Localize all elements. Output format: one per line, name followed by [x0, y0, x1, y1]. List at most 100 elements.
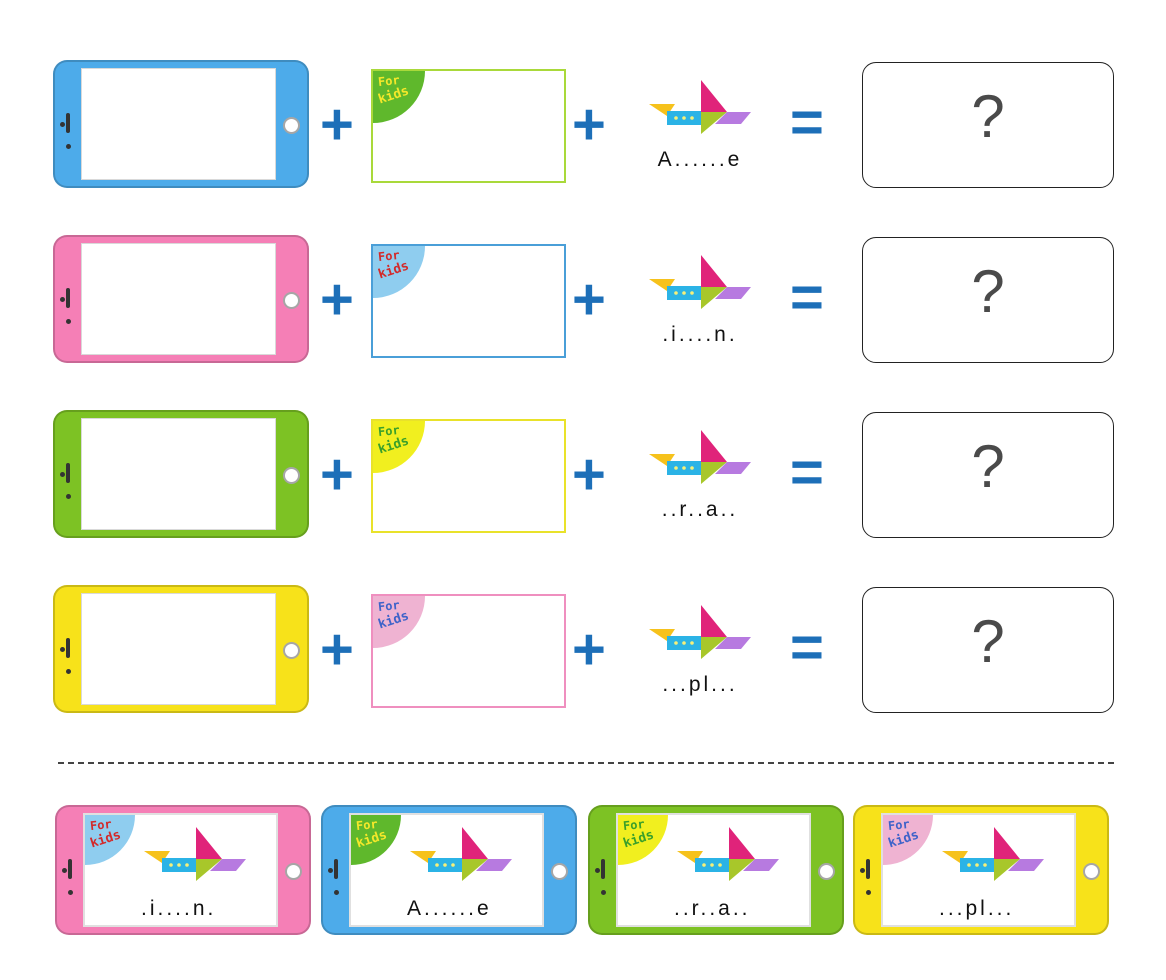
tangram-airplane-icon — [410, 827, 512, 881]
camera-dot-icon — [62, 868, 67, 873]
home-button-icon — [283, 642, 300, 659]
equals-sign: = — [790, 90, 824, 155]
option-word-hint: ...pl... — [939, 897, 1015, 920]
sensor-dot-icon — [66, 319, 71, 324]
tangram-airplane-icon — [942, 827, 1044, 881]
camera-dot-icon — [328, 868, 333, 873]
tangram-airplane-icon — [649, 255, 751, 309]
speaker-icon — [66, 463, 70, 483]
plus-sign: + — [572, 617, 606, 682]
answer-box[interactable]: ? — [862, 587, 1114, 713]
tangram-airplane-icon — [649, 605, 751, 659]
word-hint: .i....n. — [662, 323, 738, 346]
smartphone-frame — [53, 410, 309, 538]
window-dot — [682, 466, 686, 470]
sensor-dot-icon — [66, 494, 71, 499]
home-button-icon — [285, 863, 302, 880]
speaker-icon — [66, 113, 70, 133]
window-dot — [185, 863, 189, 867]
window-dot — [967, 863, 971, 867]
tangram-airplane-icon — [649, 430, 751, 484]
question-mark: ? — [971, 258, 1005, 325]
question-mark: ? — [971, 608, 1005, 675]
phone-screen — [81, 243, 276, 355]
sensor-dot-icon — [66, 669, 71, 674]
window-dot — [674, 291, 678, 295]
camera-dot-icon — [860, 868, 865, 873]
home-button-icon — [551, 863, 568, 880]
phone-screen — [81, 68, 276, 180]
window-dot — [177, 863, 181, 867]
camera-dot-icon — [60, 472, 65, 477]
sensor-dot-icon — [68, 890, 73, 895]
window-dot — [690, 466, 694, 470]
plus-sign: + — [320, 442, 354, 507]
home-button-icon — [283, 467, 300, 484]
answer-box[interactable]: ? — [862, 412, 1114, 538]
home-button-icon — [1083, 863, 1100, 880]
camera-dot-icon — [60, 647, 65, 652]
window-dot — [674, 641, 678, 645]
plus-sign: + — [320, 267, 354, 332]
speaker-icon — [68, 859, 72, 879]
smartphone-frame — [53, 235, 309, 363]
home-button-icon — [283, 292, 300, 309]
smartphone-frame — [53, 60, 309, 188]
equals-sign: = — [790, 440, 824, 505]
equals-sign: = — [790, 265, 824, 330]
answer-box[interactable]: ? — [862, 62, 1114, 188]
window-dot — [169, 863, 173, 867]
window-dot — [682, 641, 686, 645]
window-dot — [718, 863, 722, 867]
window-dot — [674, 466, 678, 470]
smartphone-frame — [53, 585, 309, 713]
window-dot — [674, 116, 678, 120]
plus-sign: + — [572, 267, 606, 332]
speaker-icon — [66, 638, 70, 658]
home-button-icon — [818, 863, 835, 880]
word-hint: ...pl... — [662, 673, 738, 696]
speaker-icon — [334, 859, 338, 879]
plus-sign: + — [572, 442, 606, 507]
window-dot — [975, 863, 979, 867]
word-hint: A......e — [657, 148, 743, 171]
speaker-icon — [866, 859, 870, 879]
window-dot — [682, 291, 686, 295]
tangram-airplane-icon — [677, 827, 779, 881]
plus-sign: + — [572, 92, 606, 157]
option-word-hint: ..r..a.. — [674, 897, 751, 920]
sensor-dot-icon — [334, 890, 339, 895]
plus-sign: + — [320, 617, 354, 682]
phone-screen — [81, 418, 276, 530]
option-word-hint: .i....n. — [141, 897, 217, 920]
window-dot — [690, 641, 694, 645]
window-dot — [682, 116, 686, 120]
tangram-airplane-icon — [649, 80, 751, 134]
window-dot — [690, 116, 694, 120]
window-dot — [451, 863, 455, 867]
window-dot — [690, 291, 694, 295]
question-mark: ? — [971, 433, 1005, 500]
answer-box[interactable]: ? — [862, 237, 1114, 363]
window-dot — [702, 863, 706, 867]
tangram-airplane-icon — [144, 827, 246, 881]
